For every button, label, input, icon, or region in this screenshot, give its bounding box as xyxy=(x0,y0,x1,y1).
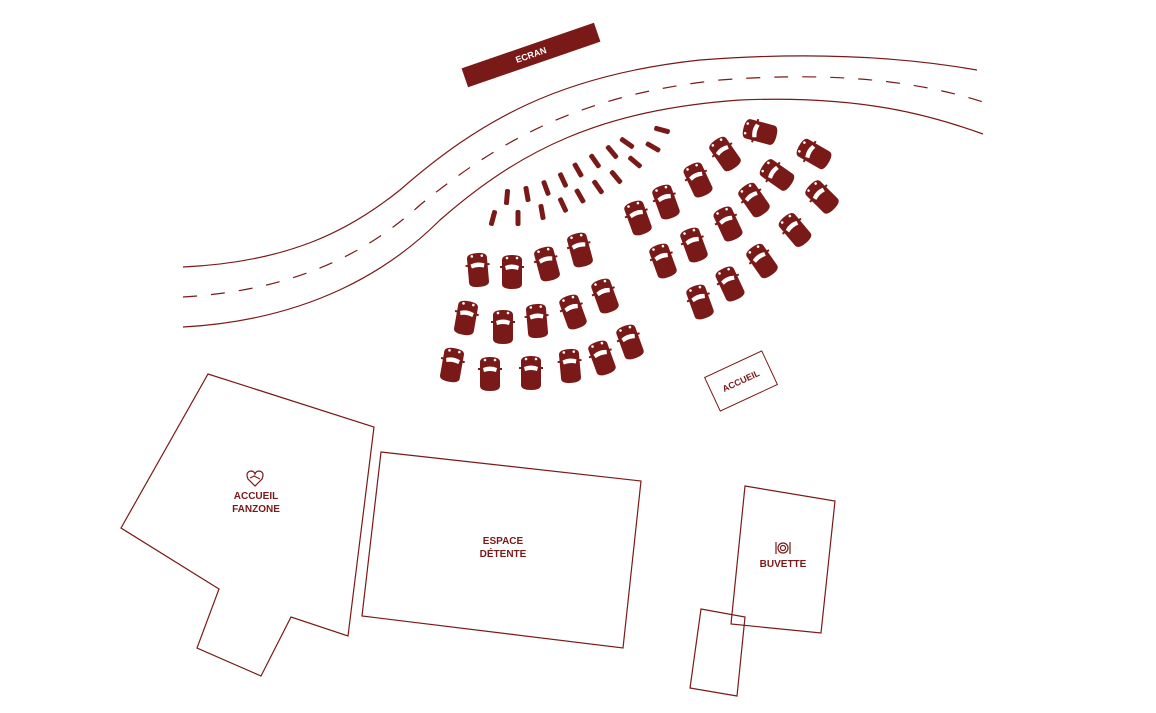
heart-handshake-icon xyxy=(246,470,264,487)
detente-label-line2: DÉTENTE xyxy=(479,549,527,560)
road-edge-top xyxy=(182,55,978,268)
fanzone-label-line1: ACCUEIL xyxy=(233,491,279,502)
fanzone-label: ACCUEIL FANZONE xyxy=(232,490,280,516)
car-spots xyxy=(437,116,843,391)
zone-detente xyxy=(361,451,642,649)
buvette-label: BUVETTE xyxy=(759,559,807,570)
road-edge-bottom xyxy=(182,98,984,328)
zone-buvette xyxy=(730,485,836,634)
zone-annex xyxy=(689,608,746,697)
plate-cutlery-icon xyxy=(775,542,791,554)
detente-label: ESPACE DÉTENTE xyxy=(480,535,527,561)
zone-fanzone xyxy=(120,373,375,677)
road-center-line xyxy=(182,76,984,298)
fanzone-label-line2: FANZONE xyxy=(232,504,280,515)
detente-label-line1: ESPACE xyxy=(482,536,524,547)
